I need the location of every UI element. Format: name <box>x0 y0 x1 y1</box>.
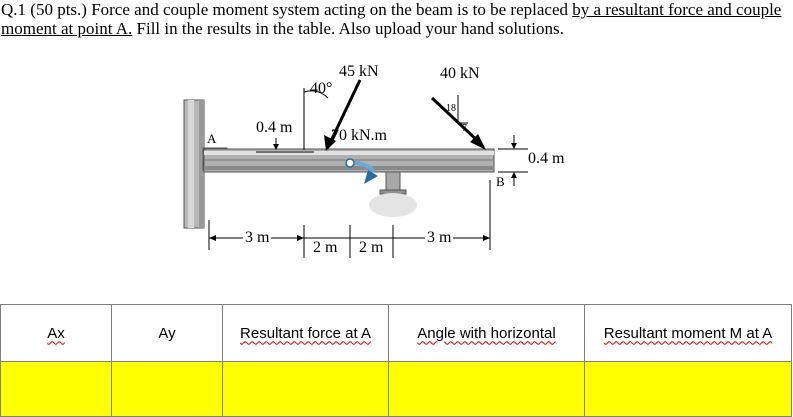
depth-label: 0.4 m <box>528 150 565 167</box>
answer-ay-cell[interactable] <box>111 361 223 417</box>
dim-3m-left: 3 m <box>243 229 272 246</box>
header-resultant-force: Resultant force at A <box>222 304 389 362</box>
ground-shade <box>369 193 417 217</box>
header-resultant-moment: Resultant moment M at A <box>584 304 792 362</box>
answer-resultant-force-cell[interactable] <box>222 361 389 417</box>
slope-triangle <box>457 95 468 124</box>
header-ay: Ay <box>111 304 223 362</box>
results-table: Ax Ay Resultant force at A Angle with ho… <box>0 304 792 417</box>
force-45kn-arrow <box>328 79 362 144</box>
header-angle: Angle with horizontal <box>388 304 585 362</box>
question-underlined: by a resultant force and couple moment a… <box>1 0 782 38</box>
force-40kn-arrow <box>430 96 482 145</box>
question-tail: Fill in the results in the table. Also u… <box>132 19 564 38</box>
moment-label: 70 kN.m <box>331 127 387 144</box>
force-45kn-label: 45 kN <box>339 63 379 80</box>
header-ax: Ax <box>0 304 112 362</box>
offset-top-label: 0.4 m <box>256 119 293 136</box>
table-header-row: Ax Ay Resultant force at A Angle with ho… <box>0 304 792 362</box>
slope-7-label: 7 <box>462 123 467 134</box>
point-b-label: B <box>496 174 505 189</box>
answer-angle-cell[interactable] <box>388 361 585 417</box>
table-answer-row <box>0 361 792 417</box>
point-a-label: A <box>207 131 217 146</box>
dim-2m-second: 2 m <box>359 239 384 256</box>
slope-18-label: 18 <box>446 103 456 114</box>
answer-ax-cell[interactable] <box>0 361 112 417</box>
beam-figure: 45 kN 40° 40 kN 18 7 0.4 m 70 kN.m 0.4 m… <box>183 63 565 258</box>
angle-40-label: 40° <box>310 80 333 97</box>
answer-resultant-moment-cell[interactable] <box>584 361 792 417</box>
question-lead: Q.1 (50 pts.) Force and couple moment sy… <box>1 0 573 19</box>
dim-2m-first: 2 m <box>313 239 338 256</box>
question-text: Q.1 (50 pts.) Force and couple moment sy… <box>1 0 791 38</box>
support-post <box>385 171 401 193</box>
force-40kn-label: 40 kN <box>440 65 480 82</box>
beam-diagram <box>183 79 528 258</box>
dim-3m-right: 3 m <box>425 229 454 246</box>
